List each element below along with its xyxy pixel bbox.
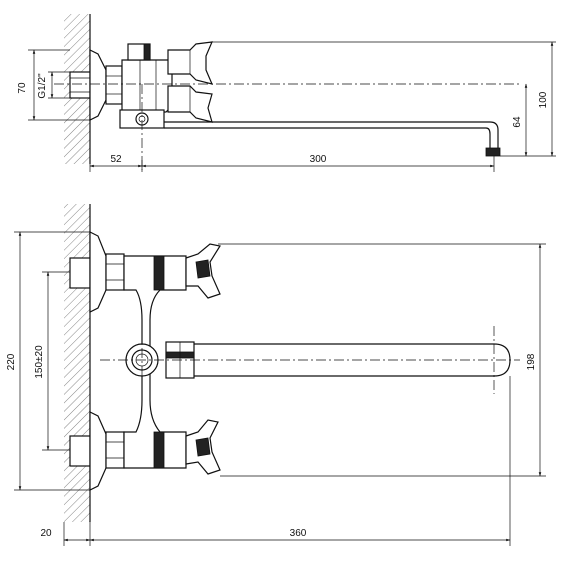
front-upper-nut [105,253,125,291]
dim-100: 100 [538,91,549,108]
front-upper-band [153,255,165,291]
side-eccentric [69,71,91,99]
dim-20: 20 [40,528,52,539]
side-spout-top [164,121,499,148]
front-lower-flange [89,411,107,491]
side-aerator [485,147,501,157]
front-upper-eccentric [69,257,91,289]
side-mixer-body [121,59,173,113]
dim-220: 220 [6,353,17,370]
front-mixer-body [123,255,187,469]
dim-64: 64 [512,116,523,128]
dim-198: 198 [526,353,537,370]
dim-360: 360 [290,528,307,539]
front-view: 220 150±20 198 20 360 [6,204,546,546]
front-wall-hatch [64,204,90,522]
side-spout-bottom [164,127,491,148]
dim-70: 70 [17,82,28,94]
front-upper-flange [89,231,107,313]
front-lower-band [153,431,165,469]
dim-spacing: 150±20 [34,345,45,379]
front-lower-nut [105,431,125,469]
dim-300: 300 [310,154,327,165]
dim-52: 52 [110,154,122,165]
side-view: 70 G1/2" 100 64 52 300 [17,14,556,172]
side-nut [105,65,123,105]
dim-thread: G1/2" [37,73,48,99]
front-lower-eccentric [69,435,91,467]
side-flange [89,49,107,121]
